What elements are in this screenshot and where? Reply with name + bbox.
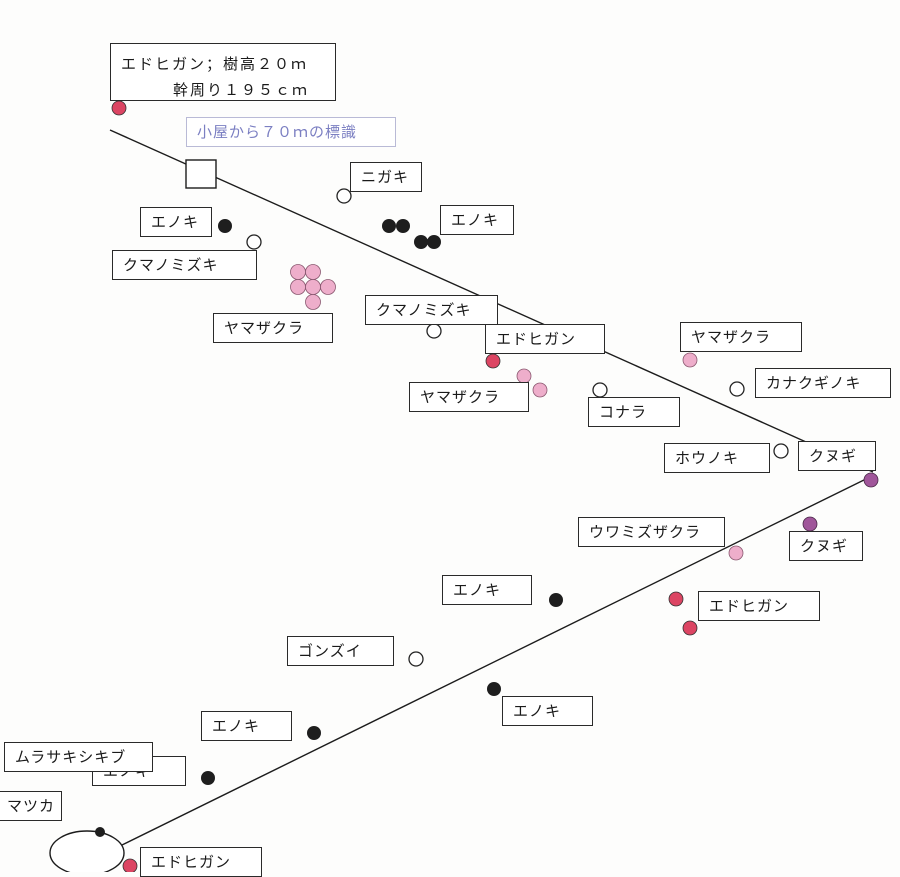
label-gonzui: ゴンズイ: [287, 636, 394, 666]
trail-sign-label: 小屋から７０ｍの標識: [186, 117, 396, 147]
tree-dot-black: [201, 771, 215, 785]
tree-dot-pink: [516, 368, 532, 384]
tree-dot-black: [414, 235, 428, 249]
tree-dot-black: [396, 219, 410, 233]
label-yamazakura-3: ヤマザクラ: [409, 382, 529, 412]
tree-dot-black: [427, 235, 441, 249]
tree-dot-pink: [290, 264, 306, 280]
tree-dot-white: [592, 382, 608, 398]
label-edohigan-3: エドヒガン: [140, 847, 262, 877]
label-konara: コナラ: [588, 397, 680, 427]
label-uwamizuzakura: ウワミズザクラ: [578, 517, 725, 547]
label-yamazakura-2: ヤマザクラ: [680, 322, 802, 352]
tree-dot-white: [426, 323, 442, 339]
tree-dot-pink: [305, 279, 321, 295]
tree-dot-red: [485, 353, 501, 369]
tree-dot-white: [336, 188, 352, 204]
sign-post-marker: [185, 159, 217, 189]
label-edohigan-2: エドヒガン: [698, 591, 820, 621]
tree-dot-red: [668, 591, 684, 607]
tree-dot-pink: [320, 279, 336, 295]
label-kumanomizuki-1: クマノミズキ: [112, 250, 257, 280]
tree-dot-white: [246, 234, 262, 250]
label-enoki-1: エノキ: [140, 207, 212, 237]
label-enoki-3: エノキ: [442, 575, 532, 605]
tree-dot-pink: [290, 279, 306, 295]
tree-dot-white: [408, 651, 424, 667]
tree-dot-pink: [682, 352, 698, 368]
label-yamazakura-1: ヤマザクラ: [213, 313, 333, 343]
tree-dot-black: [95, 827, 105, 837]
header-info-box: エドヒガン；樹高２０ｍ 幹周り１９５ｃｍ: [110, 43, 336, 101]
label-matsuka: マツカ: [0, 791, 62, 821]
tree-dot-black: [487, 682, 501, 696]
tree-dot-pink: [305, 294, 321, 310]
tree-dot-black: [549, 593, 563, 607]
header-line-1: エドヒガン；樹高２０ｍ: [121, 55, 309, 73]
start-ellipse: [49, 830, 125, 872]
label-nigaki: ニガキ: [350, 162, 422, 192]
label-enoki-4: エノキ: [502, 696, 593, 726]
label-enoki-5: エノキ: [201, 711, 292, 741]
label-kunugi-1: クヌギ: [798, 441, 876, 471]
tree-dot-black: [382, 219, 396, 233]
label-kunugi-2: クヌギ: [789, 531, 863, 561]
label-edohigan-1: エドヒガン: [485, 324, 605, 354]
tree-dot-purple: [802, 516, 818, 532]
tree-dot-pink: [305, 264, 321, 280]
tree-dot-white: [773, 443, 789, 459]
label-kumanomizuki-2: クマノミズキ: [365, 295, 498, 325]
tree-dot-red: [111, 100, 127, 116]
label-kanakuginoki: カナクギノキ: [755, 368, 891, 398]
tree-dot-red: [682, 620, 698, 636]
tree-dot-pink: [728, 545, 744, 561]
label-hounoki: ホウノキ: [664, 443, 770, 473]
tree-dot-black: [307, 726, 321, 740]
label-enoki-2: エノキ: [440, 205, 514, 235]
tree-dot-purple: [863, 472, 879, 488]
label-murasakishikibu: ムラサキシキブ: [4, 742, 153, 772]
trail-line-lower: [121, 477, 869, 846]
tree-dot-white: [729, 381, 745, 397]
tree-dot-black: [218, 219, 232, 233]
tree-dot-pink: [532, 382, 548, 398]
header-line-2: 幹周り１９５ｃｍ: [173, 81, 310, 99]
tree-dot-red: [122, 858, 138, 872]
